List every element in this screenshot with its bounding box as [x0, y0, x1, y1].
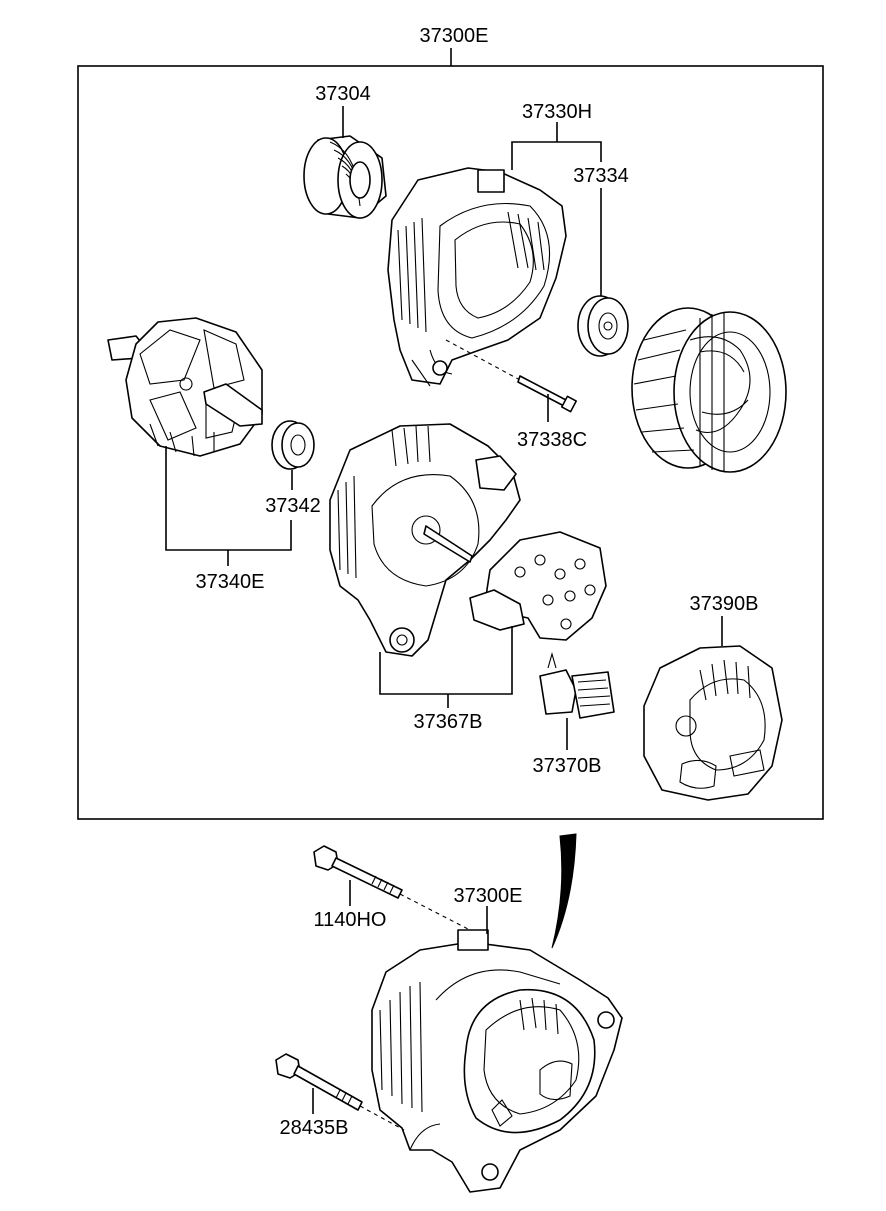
rear-bracket-part	[329, 423, 521, 657]
through-bolt-part	[517, 375, 578, 413]
pulley-part	[303, 135, 387, 219]
label-rear-bracket: 37367B	[414, 711, 483, 733]
mount-bolt-upper-part	[313, 845, 403, 899]
label-through-bolt: 37338C	[517, 429, 587, 451]
stator-part	[631, 307, 787, 473]
assembly-arrow	[551, 833, 577, 949]
label-regulator: 37370B	[533, 755, 602, 777]
mount-bolt-upper-guide	[399, 893, 471, 931]
bearing-rear-part	[271, 420, 315, 470]
rectifier-part	[469, 531, 607, 641]
front-bracket-part	[387, 167, 567, 387]
rotor-part	[107, 317, 263, 457]
label-rotor: 37340E	[196, 571, 265, 593]
label-mount-bolt-upper: 1140HO	[313, 909, 386, 931]
label-assembly-top: 37300E	[420, 25, 489, 47]
label-assembly-bottom: 37300E	[454, 885, 523, 907]
label-bearing-rear: 37342	[265, 495, 321, 517]
rear-cover-part	[643, 645, 783, 801]
rear-bracket-leader	[379, 626, 513, 708]
label-front-bracket: 37330H	[522, 101, 592, 123]
front-bracket-leader	[511, 122, 602, 170]
label-pulley: 37304	[315, 83, 371, 105]
through-bolt-guide	[445, 339, 521, 381]
bearing-front-part	[577, 295, 629, 357]
label-mount-bolt-lower: 28435B	[280, 1117, 349, 1139]
mount-bolt-lower-part	[275, 1053, 363, 1111]
assembled-alternator-part	[371, 929, 623, 1193]
label-bearing-front: 37334	[573, 165, 629, 187]
label-rear-cover: 37390B	[690, 593, 759, 615]
regulator-part	[539, 651, 615, 719]
rotor-leader	[165, 446, 292, 566]
mount-bolt-lower-guide	[359, 1105, 405, 1131]
